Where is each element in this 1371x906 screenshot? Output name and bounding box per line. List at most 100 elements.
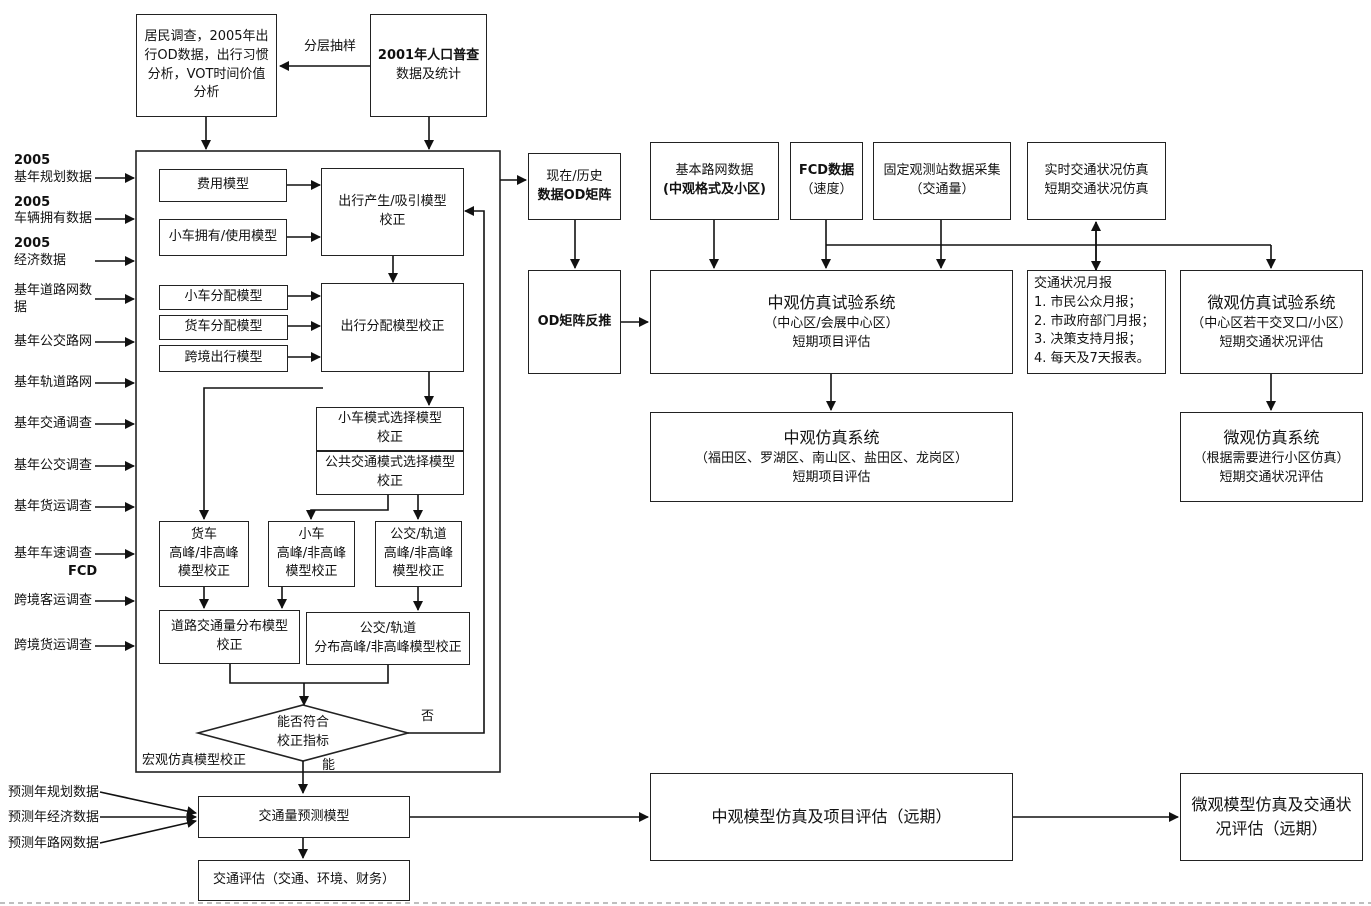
box-text: 货车 xyxy=(190,526,217,542)
box-text: 小车拥有/使用模型 xyxy=(168,229,278,245)
box-title: 微观仿真试验系统 xyxy=(1207,293,1336,313)
box-text: 货车分配模型 xyxy=(184,319,263,335)
meso-long-term-box: 中观模型仿真及项目评估（远期） xyxy=(650,773,1013,861)
sampling-label: 分层抽样 xyxy=(304,39,357,54)
realtime-simulation-box: 实时交通状况仿真 短期交通状况仿真 xyxy=(1027,142,1166,220)
census-box: 2001年人口普查 数据及统计 xyxy=(370,14,487,117)
box-text: 模型校正 xyxy=(285,564,338,580)
box-text: （交通量） xyxy=(909,182,975,197)
forecast-input-label: 预测年路网数据 xyxy=(8,836,100,851)
pt-mode-choice-box: 公共交通模式选择模型 校正 xyxy=(316,451,464,495)
box-title: 微观仿真系统 xyxy=(1223,428,1320,448)
box-title: 交通状况月报 xyxy=(1034,275,1113,291)
micro-system-box: 微观仿真系统 （根据需要进行小区仿真） 短期交通状况评估 xyxy=(1180,412,1363,502)
box-text: 分析 xyxy=(193,85,220,101)
box-text: 校正指标 xyxy=(276,733,329,749)
box-text: （速度） xyxy=(800,182,853,197)
input-label: 基年车速调查 xyxy=(14,546,93,561)
pt-assignment-box: 公交/轨道 分布高峰/非高峰模型校正 xyxy=(306,612,470,665)
box-text: （根据需要进行小区仿真） xyxy=(1193,451,1350,467)
box-text: 模型校正 xyxy=(177,564,230,580)
box-text: 小车 xyxy=(298,526,325,542)
yes-label: 能 xyxy=(322,758,336,773)
box-text: 交通评估（交通、环境、财务） xyxy=(212,872,395,888)
box-text: 高峰/非高峰 xyxy=(383,545,454,561)
forecast-input-label: 预测年规划数据 xyxy=(8,785,100,800)
box-text: 高峰/非高峰 xyxy=(276,545,347,561)
box-text: 分析，VOT时间价值 xyxy=(147,66,266,82)
box-title: 中观模型仿真及项目评估（远期） xyxy=(711,807,952,826)
input-label: 基年道路网数 xyxy=(14,283,93,298)
od-back-calculation-box: OD矩阵反推 xyxy=(528,270,621,374)
box-text: 固定观测站数据采集 xyxy=(883,163,1001,179)
monthly-report-box: 交通状况月报 1. 市民公众月报； 2. 市政府部门月报； 3. 决策支持月报；… xyxy=(1027,270,1166,374)
list-item: 2. 市政府部门月报； xyxy=(1034,313,1155,329)
fixed-station-box: 固定观测站数据采集 （交通量） xyxy=(873,142,1011,220)
input-label: 跨境货运调查 xyxy=(14,638,93,653)
box-text: 出行分配模型校正 xyxy=(340,319,445,335)
household-survey-box: 居民调查，2005年出 行OD数据，出行习惯 分析，VOT时间价值 分析 xyxy=(136,14,277,117)
cross-border-model-box: 跨境出行模型 xyxy=(159,345,288,372)
box-text: 数据及统计 xyxy=(395,66,461,82)
box-text: 公交/轨道 xyxy=(390,526,447,542)
no-label: 否 xyxy=(421,709,435,724)
meso-system-box: 中观仿真系统 （福田区、罗湖区、南山区、盐田区、龙岗区） 短期项目评估 xyxy=(650,412,1013,502)
box-title: 中观仿真试验系统 xyxy=(767,293,896,313)
car-mode-choice-box: 小车模式选择模型 校正 xyxy=(316,407,464,451)
box-text: 公共交通模式选择模型 xyxy=(324,455,455,471)
box-text: 校正 xyxy=(216,638,243,653)
macro-container-label: 宏观仿真模型校正 xyxy=(142,753,247,768)
box-title: 中观仿真系统 xyxy=(783,428,880,448)
box-text: 小车模式选择模型 xyxy=(337,411,442,427)
cost-model-box: 费用模型 xyxy=(159,169,287,202)
input-label: 跨境客运调查 xyxy=(14,593,93,608)
input-label: 车辆拥有数据 xyxy=(14,211,93,226)
box-text: 校正 xyxy=(379,213,406,228)
box-text: 分布高峰/非高峰模型校正 xyxy=(314,639,462,655)
input-label: 基年轨道路网 xyxy=(14,375,93,390)
car-ownership-model-box: 小车拥有/使用模型 xyxy=(159,219,287,256)
micro-long-term-box: 微观模型仿真及交通状 况评估（远期） xyxy=(1180,773,1363,861)
input-year-label: 2005 xyxy=(14,236,51,251)
box-text: (中观格式及小区) xyxy=(663,182,766,197)
box-text: 居民调查，2005年出 xyxy=(144,28,269,44)
input-label: FCD xyxy=(68,564,98,579)
truck-distribution-box: 货车分配模型 xyxy=(159,315,288,340)
box-text: 实时交通状况仿真 xyxy=(1044,163,1149,179)
box-text: 短期项目评估 xyxy=(792,470,871,485)
car-distribution-box: 小车分配模型 xyxy=(159,285,288,310)
macro-container xyxy=(135,150,501,773)
road-assignment-box: 道路交通量分布模型 校正 xyxy=(159,610,300,664)
box-text: （中心区/会展中心区） xyxy=(764,316,899,332)
box-text: 跨境出行模型 xyxy=(184,350,263,366)
trip-generation-box: 出行产生/吸引模型 校正 xyxy=(321,168,464,256)
decision-text: 能否符合 校正指标 xyxy=(248,714,358,752)
base-network-box: 基本路网数据 (中观格式及小区) xyxy=(650,142,779,220)
input-label: 基年公交路网 xyxy=(14,334,93,349)
box-text: 道路交通量分布模型 xyxy=(170,619,288,635)
car-peak-box: 小车 高峰/非高峰 模型校正 xyxy=(268,521,355,587)
meso-test-system-box: 中观仿真试验系统 （中心区/会展中心区） 短期项目评估 xyxy=(650,270,1013,374)
box-text: 高峰/非高峰 xyxy=(169,545,239,561)
fcd-data-box: FCD数据 （速度） xyxy=(790,142,863,220)
box-text: 短期交通状况仿真 xyxy=(1044,182,1149,197)
box-text: 出行产生/吸引模型 xyxy=(338,194,447,210)
input-label: 基年货运调查 xyxy=(14,499,93,514)
box-text: 校正 xyxy=(376,474,403,489)
box-text: 2001年人口普查 xyxy=(377,47,480,63)
input-label: 经济数据 xyxy=(14,253,67,268)
input-label: 基年公交调查 xyxy=(14,458,93,473)
box-text: 小车分配模型 xyxy=(184,289,263,305)
forecast-input-label: 预测年经济数据 xyxy=(8,810,100,825)
box-text: FCD数据 xyxy=(798,163,855,179)
box-text: OD矩阵反推 xyxy=(537,313,612,329)
box-text: 公交/轨道 xyxy=(359,620,417,636)
input-year-label: 2005 xyxy=(14,153,51,168)
od-matrix-box: 现在/历史 数据OD矩阵 xyxy=(528,153,621,220)
input-year-label: 2005 xyxy=(14,195,51,210)
truck-peak-box: 货车 高峰/非高峰 模型校正 xyxy=(159,521,249,587)
box-title: 微观模型仿真及交通状 xyxy=(1191,795,1352,814)
micro-test-system-box: 微观仿真试验系统 （中心区若干交叉口/小区） 短期交通状况评估 xyxy=(1180,270,1363,374)
box-text: （中心区若干交叉口/小区） xyxy=(1191,316,1352,332)
